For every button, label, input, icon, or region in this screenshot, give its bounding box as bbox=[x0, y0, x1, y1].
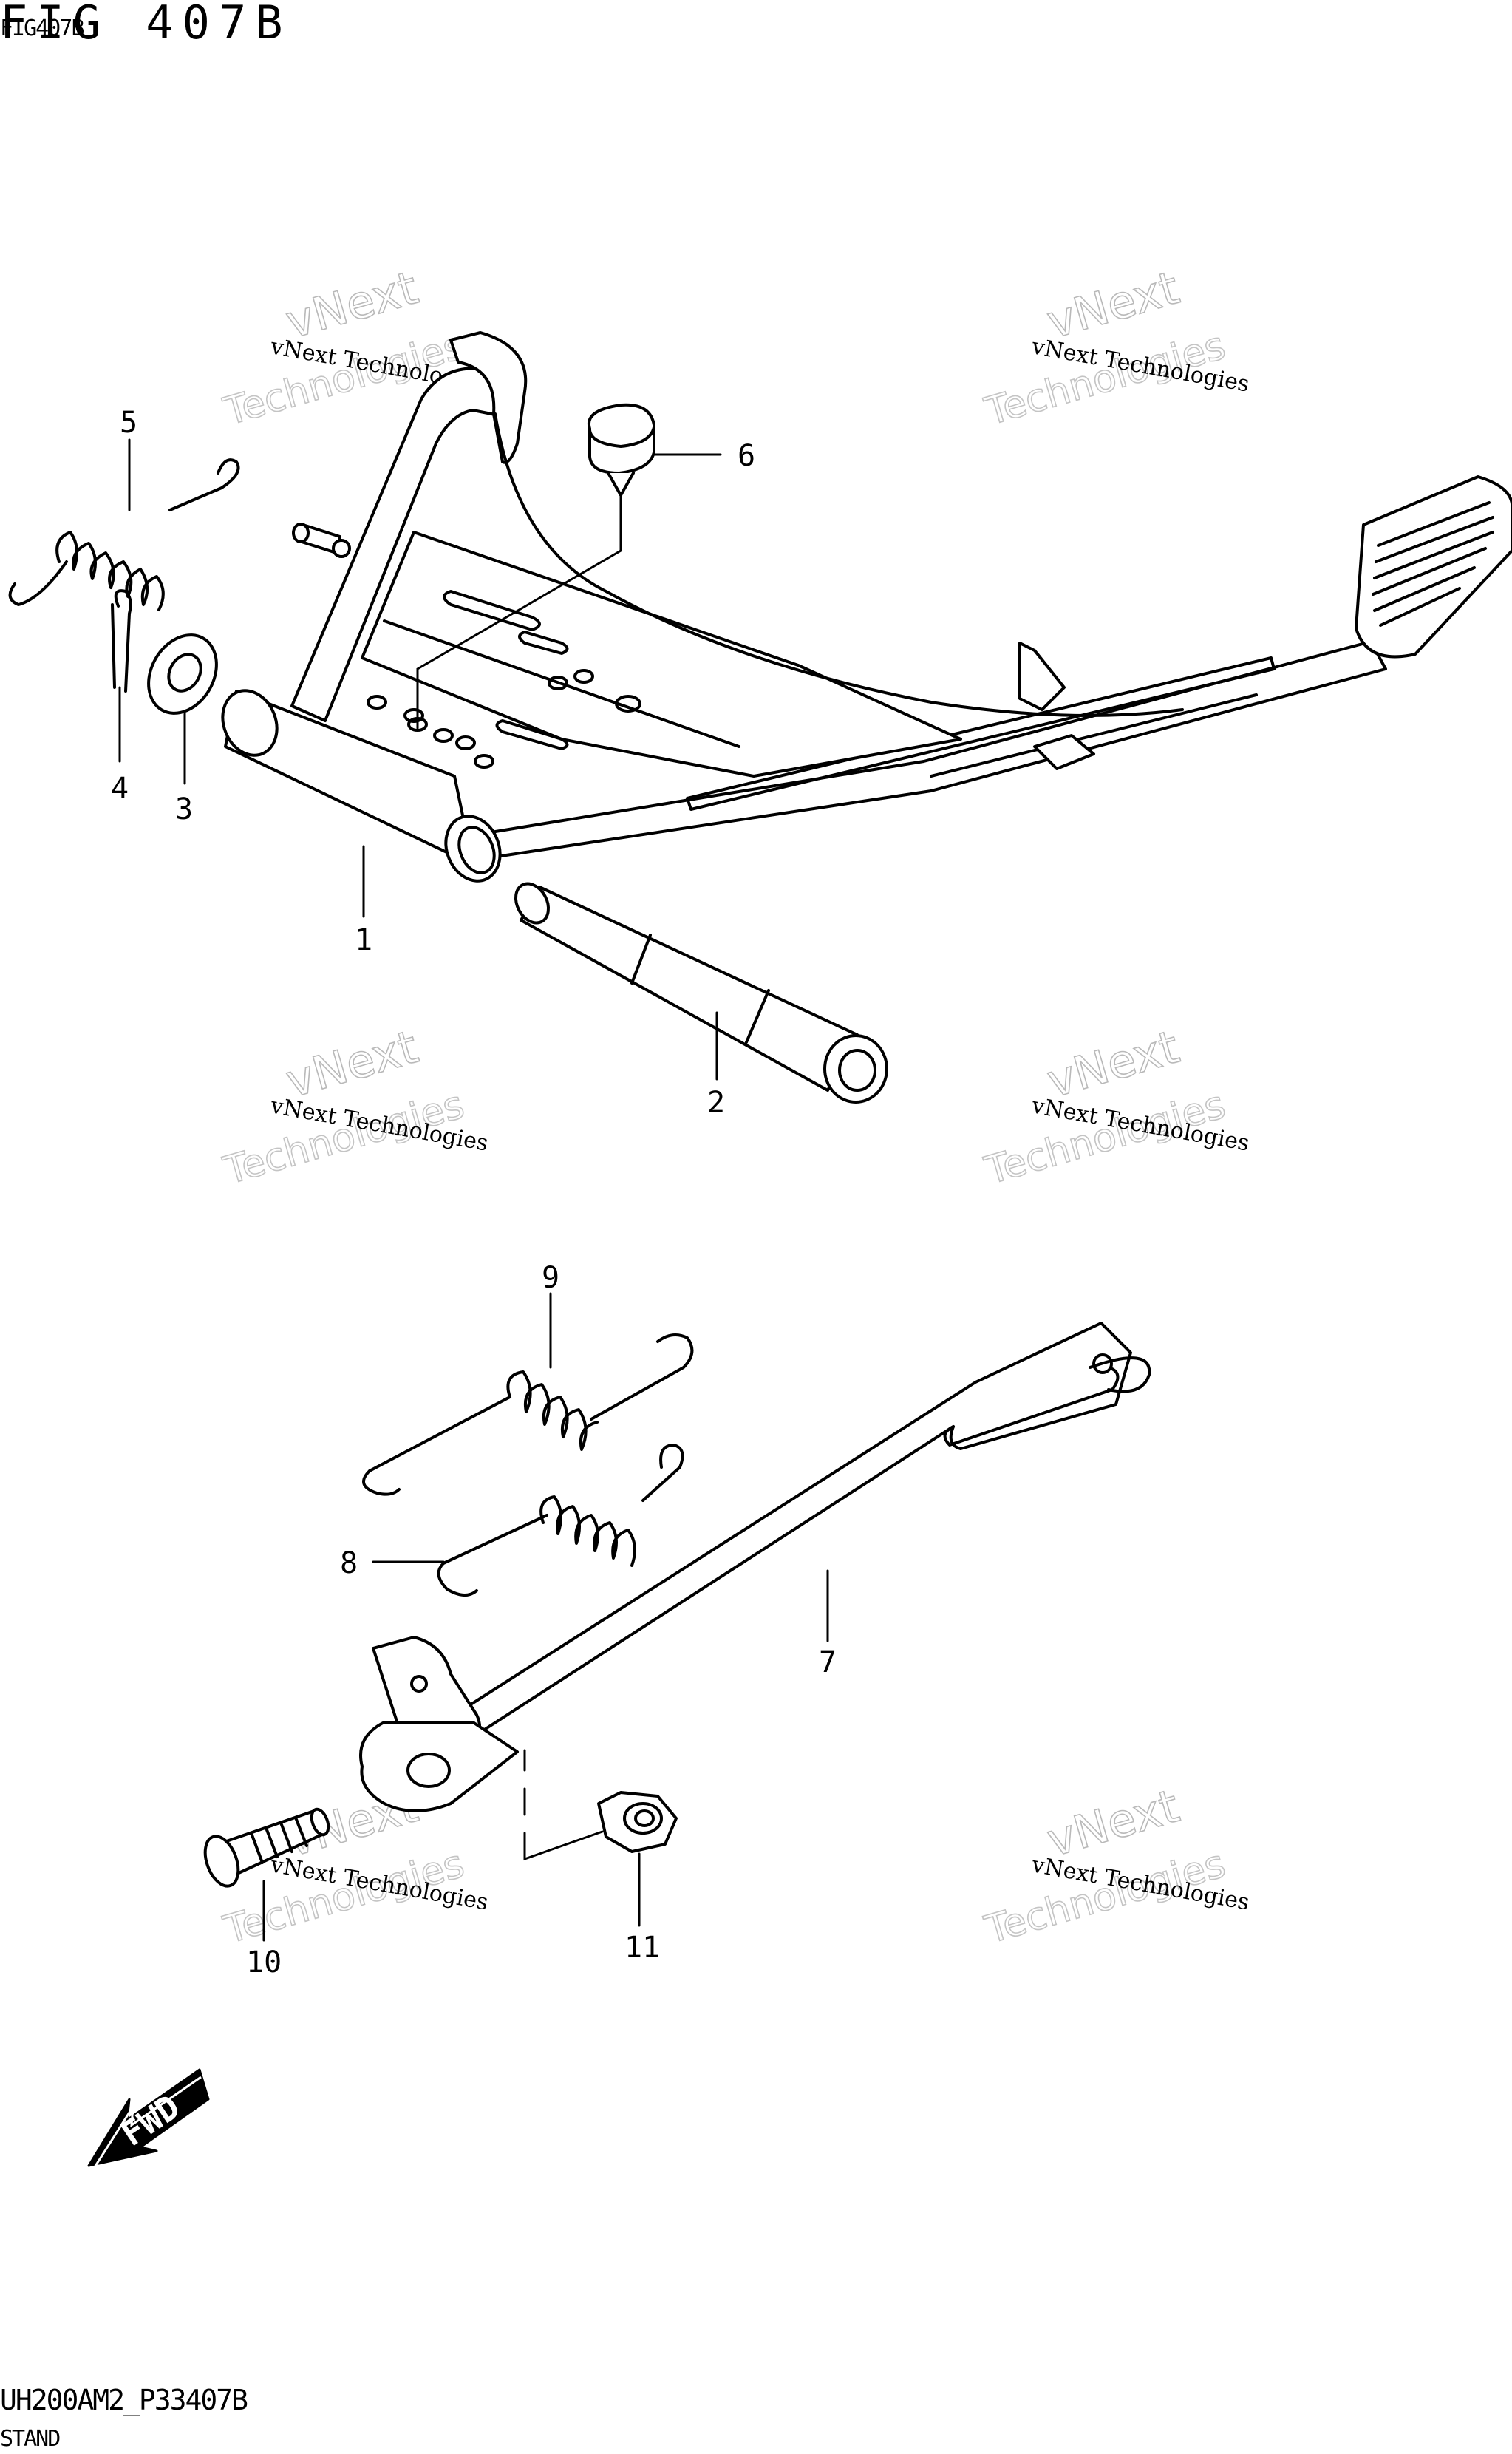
part-7-side-stand bbox=[359, 1322, 1151, 1812]
svg-text:vNext: vNext bbox=[1041, 1019, 1185, 1108]
callout-4: 4 bbox=[111, 772, 129, 806]
callout-1: 1 bbox=[355, 923, 372, 957]
watermark-2: vNext Technologies vNext Technologies bbox=[979, 260, 1251, 435]
watermark-4: vNext Technologies vNext Technologies bbox=[979, 1019, 1251, 1194]
svg-text:vNext: vNext bbox=[280, 1019, 423, 1108]
svg-text:vNext: vNext bbox=[1041, 1778, 1185, 1867]
watermark-6: vNext Technologies vNext Technologies bbox=[979, 1778, 1251, 1954]
part-6-stopper bbox=[587, 403, 655, 497]
callout-5: 5 bbox=[120, 406, 137, 440]
callout-2: 2 bbox=[707, 1086, 725, 1120]
figure-code-small: FIG407B bbox=[0, 16, 84, 41]
footer-name: STAND bbox=[0, 2426, 61, 2452]
watermark-3: vNext Technologies vNext Technologies bbox=[218, 1019, 490, 1194]
svg-text:vNext: vNext bbox=[280, 260, 423, 349]
footer-code: UH200AM2_P33407B bbox=[0, 2384, 248, 2416]
callout-7: 7 bbox=[819, 1645, 837, 1679]
part-3-washer bbox=[147, 633, 218, 715]
part-10-bolt bbox=[203, 1807, 330, 1888]
part-4-cotter-pin bbox=[111, 589, 132, 693]
part-8-spring bbox=[437, 1444, 684, 1597]
fwd-arrow-icon: FWD bbox=[87, 2068, 210, 2168]
part-11-nut bbox=[597, 1791, 678, 1853]
figure-title: FIG 407B bbox=[0, 0, 292, 50]
callout-3: 3 bbox=[175, 792, 193, 826]
callout-10: 10 bbox=[246, 1945, 282, 1979]
callout-9: 9 bbox=[542, 1261, 559, 1295]
part-1-center-stand bbox=[221, 331, 1512, 883]
svg-text:vNext: vNext bbox=[1041, 260, 1185, 349]
callout-11: 11 bbox=[624, 1931, 660, 1965]
part-9-spring bbox=[362, 1333, 694, 1496]
callout-8: 8 bbox=[340, 1546, 358, 1580]
part-5-spring bbox=[8, 458, 240, 611]
part-2-shaft bbox=[514, 882, 888, 1104]
leader-lines bbox=[118, 438, 829, 1942]
callout-6: 6 bbox=[738, 439, 755, 473]
